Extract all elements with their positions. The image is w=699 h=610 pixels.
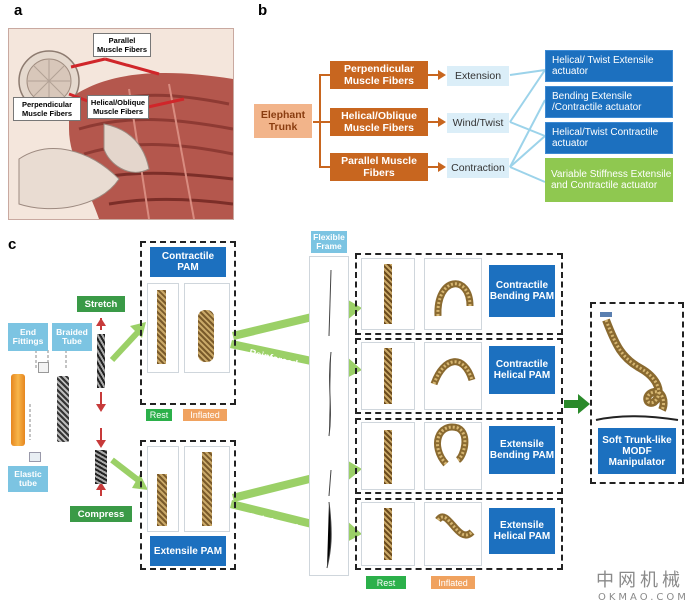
callout-parallel: Parallel Muscle Fibers (93, 33, 151, 57)
manipulator-drawing (595, 312, 679, 421)
stretch-label: Stretch (77, 296, 125, 312)
contractile-inflated-pam (198, 310, 214, 362)
inflated-shapes (430, 280, 476, 539)
actuator-bending: Bending Extensile /Contractile actuator (545, 86, 673, 118)
fiber-parallel: Parallel Muscle Fibers (330, 153, 428, 181)
fiber-helical: Helical/Oblique Muscle Fibers (330, 108, 428, 136)
contractile-helical-row (355, 338, 563, 414)
rest-tag-bottom: Rest (366, 576, 406, 589)
manipulator-group (590, 302, 684, 484)
flexible-frame-lines (326, 269, 332, 569)
final-manipulator-title: Soft Trunk-like MODF Manipulator (598, 428, 676, 474)
panel-c-label: c (8, 236, 17, 253)
contractile-bending-row (355, 253, 563, 335)
extensile-helical-row (355, 498, 563, 570)
elastic-tube-icon (11, 374, 25, 446)
extensile-rest-pam (157, 474, 167, 526)
contractile-rest-pam (157, 290, 166, 364)
panel-b-connectors (313, 69, 546, 183)
inflated-tag-top: Inflated (183, 409, 227, 421)
cb-rest-pam (384, 264, 392, 324)
callout-perpendicular: Perpendicular Muscle Fibers (13, 97, 81, 121)
stretched-tube-icon (97, 334, 105, 388)
fiber-perpendicular: Perpendicular Muscle Fibers (330, 61, 428, 89)
motion-wind-twist: Wind/Twist (447, 113, 509, 133)
flexible-frame-label: Flexible Frame (311, 231, 347, 253)
compress-label: Compress (70, 506, 132, 522)
result-contractile-bending: Contractile Bending PAM (489, 265, 555, 317)
end-fitting-icon (38, 362, 49, 373)
extensile-pam-group (140, 440, 236, 570)
result-extensile-helical: Extensile Helical PAM (489, 508, 555, 554)
callout-helical: Helical/Oblique Muscle Fibers (87, 95, 149, 119)
extensile-inflated-pam (202, 452, 212, 526)
eb-inflated-panel (424, 422, 482, 490)
inflated-tag-bottom: Inflated (431, 576, 475, 589)
panel-a-label: a (14, 2, 23, 19)
ch-rest-pam (384, 348, 392, 404)
contractile-pam-group (140, 241, 236, 405)
elephant-trunk-box: Elephant Trunk (254, 104, 312, 138)
extensile-pam-title: Extensile PAM (150, 536, 226, 566)
rest-tag-top: Rest (146, 409, 172, 421)
motion-extension: Extension (447, 66, 509, 86)
result-extensile-bending: Extensile Bending PAM (489, 426, 555, 474)
watermark-en: OKMAO.COM (598, 592, 689, 603)
anatomy-drawing (9, 29, 233, 219)
motion-contraction: Contraction (447, 158, 509, 178)
result-contractile-helical: Contractile Helical PAM (489, 346, 555, 394)
panel-b-label: b (258, 2, 268, 19)
anatomy-illustration: Parallel Muscle Fibers Perpendicular Mus… (8, 28, 234, 220)
eh-rest-pam (384, 508, 392, 560)
actuator-helical-contractile: Helical/Twist Contractile actuator (545, 122, 673, 154)
actuator-helical-extensile: Helical/ Twist Extensile actuator (545, 50, 673, 82)
watermark-cn: 中网机械 (596, 570, 684, 591)
braided-tube-icon (57, 376, 69, 442)
braided-tube-label: Braided Tube (52, 323, 92, 351)
cb-inflated-panel (424, 258, 482, 330)
contractile-pam-title: Contractile PAM (150, 247, 226, 277)
elastic-tube-label: Elastic tube (8, 466, 48, 492)
end-fittings-label: End Fittings (8, 323, 48, 351)
eb-rest-pam (384, 430, 392, 484)
extensile-bending-row (355, 418, 563, 494)
actuator-variable-stiffness: Variable Stiffness Extensile and Contrac… (545, 158, 673, 202)
compressed-tube-icon (95, 450, 107, 484)
fitting-cap-icon (29, 452, 41, 462)
